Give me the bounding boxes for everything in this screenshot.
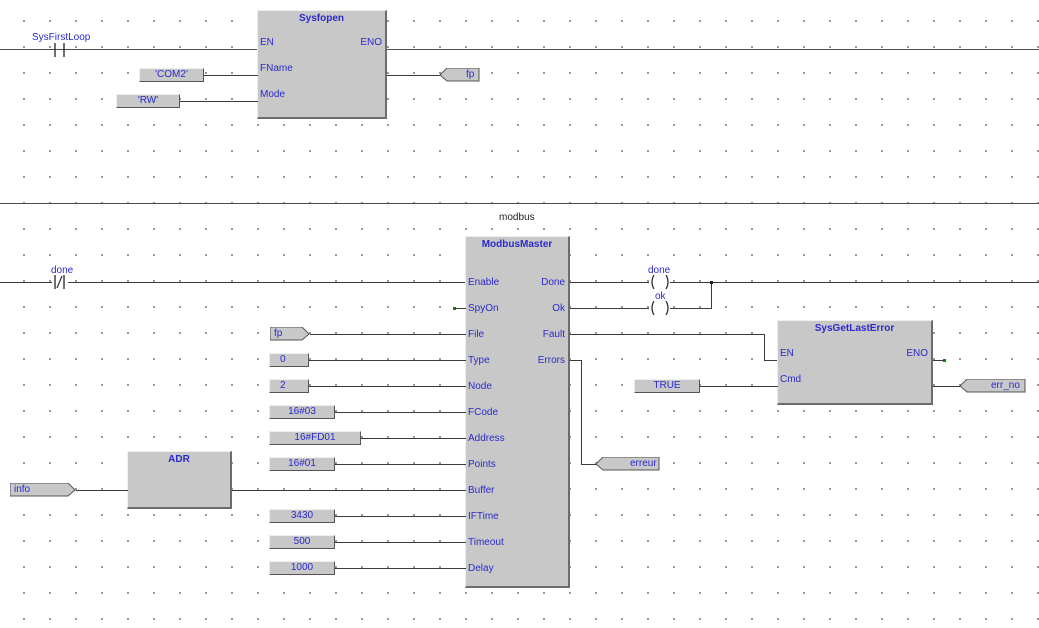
const-points[interactable]: 16#01: [269, 457, 335, 471]
modbus-instance-name: modbus: [499, 212, 535, 223]
wire-fault-en: [764, 360, 778, 361]
wire-points: [335, 464, 466, 465]
const-rw[interactable]: 'RW': [116, 94, 180, 108]
wire-ok-right: [670, 308, 712, 309]
wire-done-right: [670, 282, 1039, 283]
sysgetlasterror-title: SysGetLastError: [814, 323, 895, 334]
const-timeout[interactable]: 500: [269, 535, 335, 549]
sysgetlasterror-pin-en: EN: [780, 348, 794, 359]
wire-timeout: [335, 542, 466, 543]
sysfopen-block[interactable]: Sysfopen EN FName Mode ENO: [257, 10, 387, 119]
input-fp-label: fp: [274, 328, 283, 339]
wire-ok-out: [570, 308, 649, 309]
const-com2[interactable]: 'COM2': [139, 68, 204, 82]
modbusmaster-block[interactable]: ModbusMaster Enable SpyOn File Type Node…: [465, 236, 570, 588]
wire-sysfopen-out: [387, 75, 442, 76]
output-erreur-label: erreur: [630, 458, 657, 469]
adr-block[interactable]: ADR: [127, 451, 232, 509]
modbus-pin-enable: Enable: [468, 277, 500, 288]
wire-file: [310, 334, 466, 335]
coil-ok[interactable]: [649, 301, 671, 315]
modbus-pin-done: Done: [541, 277, 565, 288]
wire-type: [309, 360, 466, 361]
const-delay[interactable]: 1000: [269, 561, 335, 575]
wire-node: [309, 386, 466, 387]
modbus-pin-address: Address: [468, 433, 505, 444]
output-erreur[interactable]: erreur: [596, 457, 660, 471]
const-fcode[interactable]: 16#03: [269, 405, 335, 419]
modbus-pin-fault: Fault: [542, 329, 565, 340]
coil-done-label: done: [648, 265, 671, 276]
wire-mode: [180, 101, 258, 102]
wire-fname: [204, 75, 258, 76]
done-negated-contact[interactable]: [52, 275, 68, 289]
output-err-no[interactable]: err_no: [960, 379, 1026, 393]
const-true[interactable]: TRUE: [634, 379, 700, 393]
modbusmaster-title: ModbusMaster: [481, 239, 553, 250]
wire-err-no: [933, 386, 961, 387]
rung2-wire-left: [0, 282, 466, 283]
const-type[interactable]: 0: [269, 353, 309, 367]
const-node[interactable]: 2: [269, 379, 309, 393]
modbus-pin-spyon: SpyOn: [468, 303, 499, 314]
wire-fault-down: [764, 334, 765, 361]
wire-done-out: [570, 282, 649, 283]
modbus-pin-node: Node: [468, 381, 492, 392]
wire-errors-out: [581, 464, 597, 465]
coil-ok-label: ok: [655, 291, 666, 302]
const-address[interactable]: 16#FD01: [269, 431, 361, 445]
wire-fault: [570, 334, 765, 335]
modbus-pin-errors: Errors: [537, 355, 565, 366]
adr-title: ADR: [168, 454, 190, 465]
wire-fcode: [335, 412, 466, 413]
sysgetlasterror-block[interactable]: SysGetLastError EN Cmd ENO: [777, 320, 933, 405]
modbus-pin-iftime: IFTime: [468, 511, 499, 522]
sysgetlasterror-pin-eno: ENO: [906, 348, 928, 359]
modbus-pin-delay: Delay: [468, 563, 494, 574]
wire-spyon-stub: [455, 308, 466, 309]
const-iftime[interactable]: 3430: [269, 509, 335, 523]
output-err-no-label: err_no: [991, 380, 1020, 391]
sysfopen-pin-en: EN: [260, 37, 274, 48]
sysfirstloop-contact[interactable]: [52, 43, 68, 57]
wire-errors-down: [581, 360, 582, 465]
wire-address: [361, 438, 466, 439]
sysfopen-pin-fname: FName: [260, 63, 293, 74]
coil-done[interactable]: [649, 275, 671, 289]
modbus-pin-type: Type: [468, 355, 490, 366]
wire-errors: [570, 360, 582, 361]
modbus-pin-fcode: FCode: [468, 407, 499, 418]
sysfopen-title: Sysfopen: [298, 13, 344, 24]
wire-iftime: [335, 516, 466, 517]
input-fp[interactable]: fp: [270, 327, 310, 341]
junction-dot: [710, 281, 713, 284]
modbus-pin-ok: Ok: [552, 303, 565, 314]
wire-delay: [335, 568, 466, 569]
rung-separator: [0, 203, 1039, 204]
modbus-pin-timeout: Timeout: [468, 537, 504, 548]
eno-pin-dot: [943, 359, 946, 362]
sysgetlasterror-pin-cmd: Cmd: [780, 374, 802, 385]
rung1-power-line: [0, 49, 1039, 50]
wire-eno-stub: [933, 360, 944, 361]
sysfirstloop-contact-label: SysFirstLoop: [32, 32, 91, 43]
input-info[interactable]: info: [10, 483, 76, 497]
modbus-pin-points: Points: [468, 459, 496, 470]
sysfopen-pin-eno: ENO: [360, 37, 382, 48]
input-info-label: info: [14, 484, 31, 495]
spyon-pin-dot: [453, 307, 456, 310]
done-contact-label: done: [51, 265, 74, 276]
wire-ok-junction: [711, 282, 712, 309]
output-fp[interactable]: fp: [440, 68, 480, 82]
output-fp-label: fp: [466, 69, 475, 80]
modbus-pin-file: File: [468, 329, 485, 340]
sysfopen-pin-mode: Mode: [260, 89, 286, 100]
wire-cmd: [700, 386, 778, 387]
wire-buffer: [232, 490, 466, 491]
wire-info: [76, 490, 128, 491]
modbus-pin-buffer: Buffer: [468, 485, 495, 496]
